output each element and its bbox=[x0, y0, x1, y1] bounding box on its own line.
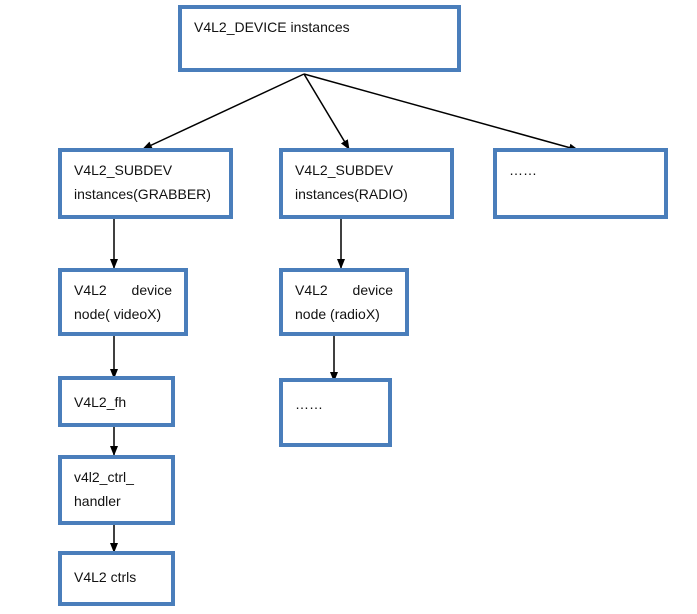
v4l2-fh-box: V4L2_fh bbox=[58, 376, 175, 427]
video-device-node-line2: node( videoX) bbox=[74, 306, 162, 322]
v4l2-fh-label: V4L2_fh bbox=[74, 394, 127, 410]
radio-device-node-box: V4L2 device node (radioX) bbox=[279, 268, 409, 336]
subdev-radio-label-line2: instances(RADIO) bbox=[295, 186, 408, 202]
radio-device-node-line1: V4L2 device bbox=[295, 278, 393, 302]
subdev-grabber-label-line2: instances(GRABBER) bbox=[74, 186, 211, 202]
subdev-radio-label-line1: V4L2_SUBDEV bbox=[295, 162, 394, 178]
ctrl-handler-label-line2: handler bbox=[74, 493, 121, 509]
ctrl-handler-box: v4l2_ctrl_ handler bbox=[58, 455, 175, 525]
v4l2-ctrls-box: V4L2 ctrls bbox=[58, 551, 175, 606]
more-radio-box: …… bbox=[279, 378, 392, 447]
arrow-root-to-subdev-grabber bbox=[142, 73, 305, 150]
more-radio-label: …… bbox=[295, 396, 323, 412]
subdev-radio-box: V4L2_SUBDEV instances(RADIO) bbox=[279, 148, 454, 219]
arrow-root-to-subdev-radio bbox=[303, 73, 350, 150]
subdev-grabber-label-line1: V4L2_SUBDEV bbox=[74, 162, 173, 178]
more-instances-box: …… bbox=[493, 148, 668, 219]
arrow-root-to-more-top bbox=[303, 73, 579, 152]
video-device-node-line1: V4L2 device bbox=[74, 278, 172, 302]
video-device-node-word1: V4L2 bbox=[74, 282, 107, 298]
video-device-node-word2: device bbox=[131, 282, 172, 298]
v4l2-device-box: V4L2_DEVICE instances bbox=[178, 5, 461, 72]
subdev-grabber-box: V4L2_SUBDEV instances(GRABBER) bbox=[58, 148, 233, 219]
v4l2-ctrls-label: V4L2 ctrls bbox=[74, 569, 137, 585]
ctrl-handler-label-line1: v4l2_ctrl_ bbox=[74, 469, 134, 485]
radio-device-node-word2: device bbox=[352, 282, 393, 298]
radio-device-node-word1: V4L2 bbox=[295, 282, 328, 298]
more-instances-label: …… bbox=[509, 162, 537, 178]
radio-device-node-line2: node (radioX) bbox=[295, 306, 380, 322]
video-device-node-box: V4L2 device node( videoX) bbox=[58, 268, 188, 336]
v4l2-device-label: V4L2_DEVICE instances bbox=[194, 19, 350, 35]
